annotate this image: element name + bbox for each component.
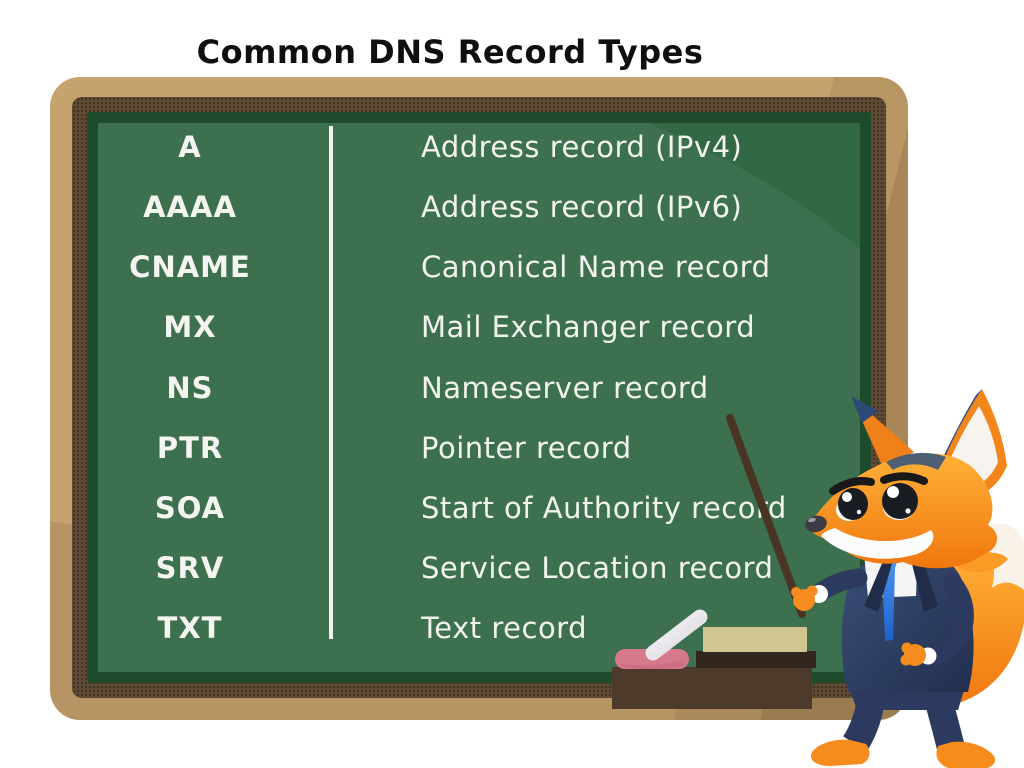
record-description: Address record (IPv6) xyxy=(421,190,743,225)
chalkboard-frame: A Address record (IPv4) AAAA Address rec… xyxy=(50,77,908,720)
fox-eyebrow-left xyxy=(829,477,875,495)
fox-lapel-right xyxy=(910,552,938,612)
record-type: TXT xyxy=(157,611,223,645)
record-description: Pointer record xyxy=(421,430,632,465)
fox-teacher-mascot xyxy=(791,389,1024,768)
fox-ear-back xyxy=(851,396,914,470)
record-type: NS xyxy=(166,370,214,405)
record-type: A xyxy=(178,130,202,164)
fox-hand-hip xyxy=(900,642,926,666)
record-type: AAAA xyxy=(143,190,237,225)
chalk-tray xyxy=(612,667,812,709)
chalkboard-inner-border: A Address record (IPv4) AAAA Address rec… xyxy=(72,97,886,698)
column-divider-line xyxy=(329,126,333,639)
record-description: Nameserver record xyxy=(421,370,709,405)
record-description: Mail Exchanger record xyxy=(421,310,756,345)
fox-eyebrow-right xyxy=(880,472,928,485)
record-description: Service Location record xyxy=(421,550,774,585)
table-row: A Address record (IPv4) xyxy=(98,127,860,167)
table-row: PTR Pointer record xyxy=(98,428,860,468)
table-row: AAAA Address record (IPv6) xyxy=(98,187,860,227)
table-row: SRV Service Location record xyxy=(98,548,860,588)
table-row: MX Mail Exchanger record xyxy=(98,307,860,347)
fox-foot-right xyxy=(936,741,995,768)
fox-hand-pointer xyxy=(791,585,818,611)
fox-foot-left xyxy=(810,739,870,766)
fox-arm-hip xyxy=(919,573,974,666)
table-row: NS Nameserver record xyxy=(98,368,860,408)
record-type: CNAME xyxy=(129,250,251,285)
chalk-stick xyxy=(645,609,708,661)
table-row: CNAME Canonical Name record xyxy=(98,247,860,287)
table-row: TXT Text record xyxy=(98,608,860,648)
table-row: SOA Start of Authority record xyxy=(98,488,860,528)
chalkboard-edge: A Address record (IPv4) AAAA Address rec… xyxy=(87,112,871,683)
record-type: PTR xyxy=(156,430,224,465)
record-type: SOA xyxy=(154,490,226,525)
pointer-stick xyxy=(726,414,806,618)
record-description: Canonical Name record xyxy=(421,250,771,285)
fox-eye-right xyxy=(882,483,918,520)
fox-forelock xyxy=(886,452,946,470)
fox-nose xyxy=(805,515,827,533)
dns-record-table: A Address record (IPv4) AAAA Address rec… xyxy=(98,127,860,648)
fox-muzzle xyxy=(821,528,934,559)
record-description: Start of Authority record xyxy=(421,490,787,525)
record-type: MX xyxy=(163,310,217,345)
record-description: Text record xyxy=(421,611,588,645)
record-type: SRV xyxy=(155,550,225,585)
record-description: Address record (IPv4) xyxy=(421,130,743,164)
felt-eraser-box xyxy=(703,627,807,652)
fox-lapel-left xyxy=(864,554,893,612)
felt-eraser-base xyxy=(696,651,816,668)
page-title: Common DNS Record Types xyxy=(196,33,704,71)
fox-eye-left xyxy=(836,488,868,521)
chalkboard-surface: A Address record (IPv4) AAAA Address rec… xyxy=(98,123,860,672)
